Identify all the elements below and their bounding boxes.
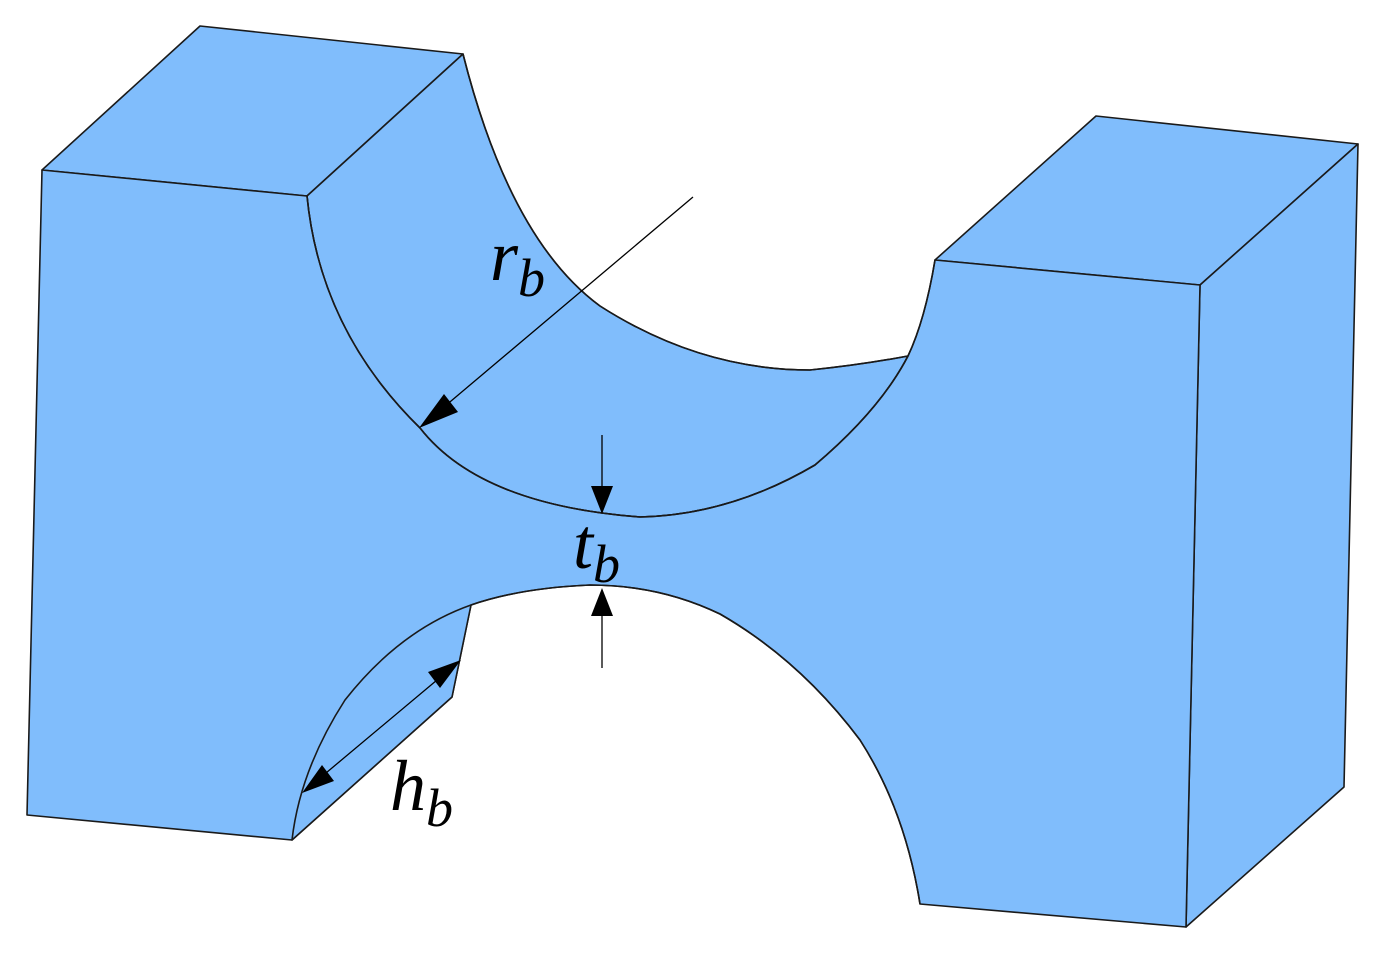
height-arrowhead-top <box>428 660 461 688</box>
radius-label: rb <box>490 216 545 308</box>
radius-arrowhead <box>419 394 458 428</box>
radius-dimension-line <box>437 196 694 413</box>
radius-symbol: r <box>490 216 519 296</box>
height-symbol: h <box>390 746 426 826</box>
thickness-arrowhead-top <box>591 486 613 514</box>
height-subscript: b <box>426 778 453 838</box>
height-arrowhead-bottom <box>302 765 334 793</box>
height-dimension-line <box>319 674 444 779</box>
lower-notch-front-arc <box>470 584 921 905</box>
thickness-arrowhead-bottom <box>591 588 613 616</box>
thickness-label: tb <box>573 504 620 594</box>
upper-notch-back-arc <box>462 53 909 371</box>
thickness-subscript: b <box>593 534 620 594</box>
radius-subscript: b <box>518 248 545 308</box>
lower-notch-back-arc <box>291 604 472 841</box>
height-label: hb <box>390 746 453 838</box>
thickness-symbol: t <box>573 504 595 584</box>
